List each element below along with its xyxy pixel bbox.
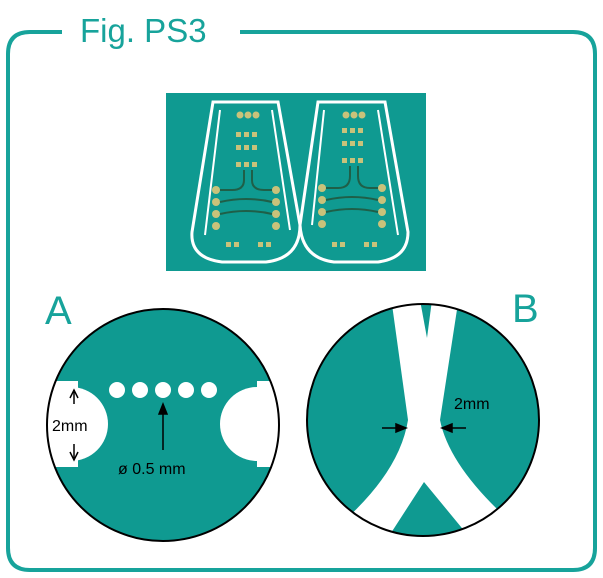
- figure-title: Fig. PS3: [80, 12, 207, 49]
- panel-a-hole-diameter-label: ø 0.5 mm: [118, 461, 186, 478]
- panel-b-routed-channel: [345, 304, 520, 536]
- pcb-right-pads: [318, 111, 386, 247]
- panel-a-right-slot-end: [220, 387, 279, 461]
- panel-b-width-dimension: [382, 422, 466, 434]
- panel-a-mouse-bite-holes: [109, 382, 217, 398]
- pcb-board-photo: [166, 93, 426, 271]
- panel-b-width-label: 2mm: [454, 396, 490, 413]
- panel-a-left-slot-end: [47, 387, 108, 461]
- pcb-left-pads: [212, 111, 280, 247]
- panel-a-gap-label: 2mm: [52, 418, 88, 435]
- panel-b-letter: B: [512, 287, 539, 331]
- pcb-right-traces: [325, 166, 379, 213]
- panel-a-hole-arrow: [157, 401, 169, 450]
- pcb-left-inner-cut: [204, 109, 291, 236]
- pcb-right-inner-cut: [311, 109, 399, 236]
- figure-frame: [6, 30, 597, 572]
- panel-a-letter: A: [45, 289, 72, 333]
- panel-b-detail-circle: [306, 303, 540, 537]
- pcb-right-outline: [298, 100, 410, 264]
- pcb-left-traces: [219, 170, 273, 215]
- panel-a-gap-dimension: [69, 388, 79, 462]
- panel-b-upper-tab: [420, 304, 432, 338]
